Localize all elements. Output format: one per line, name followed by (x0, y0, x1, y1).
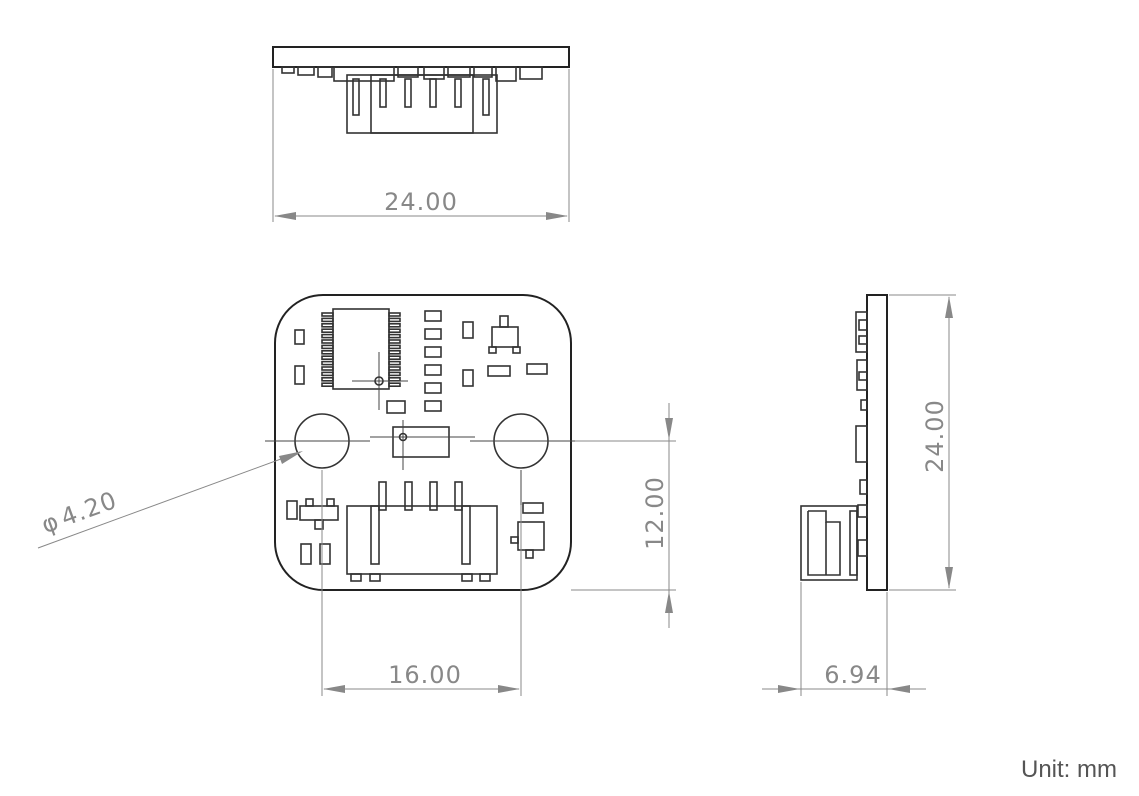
thickness-dimension: 6.94 (762, 582, 926, 696)
ic-pin (321, 382, 334, 388)
ic-pin (321, 322, 334, 328)
ic-pin (321, 376, 334, 382)
ic-pin (321, 360, 334, 366)
hole-height-label: 12.00 (641, 476, 669, 550)
ic-pin (388, 360, 401, 366)
ic-pin (321, 317, 334, 323)
ic-pin (388, 371, 401, 377)
front-view (265, 294, 575, 591)
ic-pin (321, 328, 334, 334)
front-view-connector (346, 505, 498, 575)
center-sensor (392, 426, 450, 458)
ic-pin (388, 366, 401, 371)
side-view-connector (800, 505, 858, 581)
ic-pin (388, 322, 401, 328)
top-view-connector (346, 74, 498, 134)
ic-pin (388, 382, 401, 388)
ic-pin (321, 339, 334, 344)
ic-pin (321, 355, 334, 361)
thickness-label: 6.94 (824, 661, 881, 689)
hole-spacing-dimension: 16.00 (321, 470, 522, 696)
ic-pin (388, 333, 401, 339)
ic-pin (388, 349, 401, 355)
ic-pin (388, 355, 401, 361)
top-view-board (272, 46, 570, 68)
side-view (800, 294, 888, 591)
hole-diameter-label: 4.20 (57, 486, 121, 532)
top-width-dimension: 24.00 (272, 69, 570, 222)
top-width-label: 24.00 (384, 188, 458, 216)
unit-label: Unit: mm (1021, 756, 1117, 783)
ic-pin (321, 333, 334, 339)
side-height-label: 24.00 (921, 399, 949, 473)
ic-pin (388, 344, 401, 350)
side-view-board (866, 294, 888, 591)
hole-height-dimension: 12.00 (571, 403, 676, 628)
ic-pin (388, 317, 401, 323)
ic-pin (321, 312, 334, 317)
ic-pin (321, 371, 334, 377)
ic-pin (388, 328, 401, 334)
ic-pin (321, 349, 334, 355)
ic-pin (321, 366, 334, 371)
top-view (272, 46, 570, 134)
hole-diameter-dimension: φ4.20 (38, 451, 303, 549)
ic-pin (321, 344, 334, 350)
side-height-dimension: 24.00 (889, 294, 956, 591)
hole-spacing-label: 16.00 (388, 661, 462, 689)
ic-pin (388, 312, 401, 317)
ic-pin (388, 339, 401, 344)
svg-text:φ4.20: φ4.20 (38, 486, 121, 539)
